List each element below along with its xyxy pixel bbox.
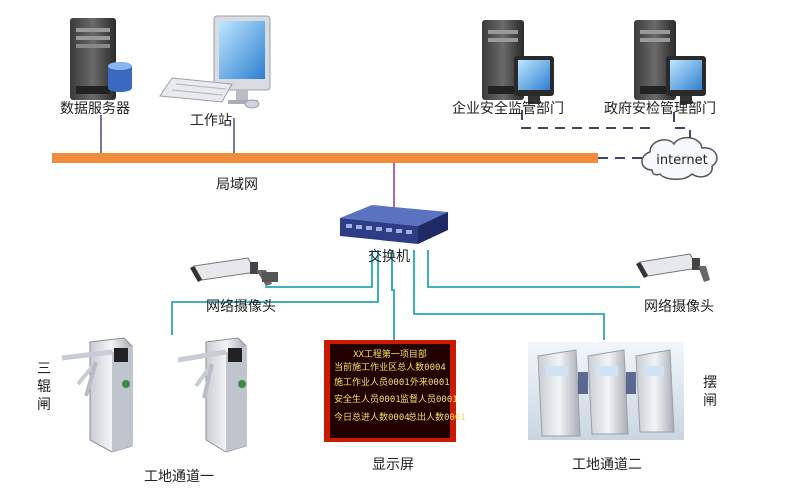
gov-dept-label: 政府安检管理部门 — [604, 101, 716, 117]
display-line-3: 施工作业人员0001 — [334, 376, 410, 388]
passage-one-label: 工地通道一 — [144, 469, 214, 485]
camera-right-label: 网络摄像头 — [644, 299, 714, 315]
display-line-5: 安全生人员0001 — [334, 393, 401, 405]
camera-icon — [190, 257, 278, 286]
led-display-icon: XX工程第一项目部 当前施工作业区总人数0004 施工作业人员0001 外来00… — [324, 340, 466, 442]
tripod-turnstile-icon — [177, 337, 247, 453]
display-label: 显示屏 — [372, 457, 414, 473]
display-line-7: 今日总进人数0004 — [334, 411, 410, 423]
server-monitor-icon — [634, 20, 706, 104]
tripod-turnstile-label: 三辊闸 — [37, 361, 51, 413]
camera-icon — [636, 253, 710, 282]
display-line-4: 外来0001 — [410, 376, 450, 388]
swing-gate-icon — [528, 342, 684, 440]
tripod-turnstile-icon — [61, 337, 133, 453]
display-line-2: 当前施工作业区总人数0004 — [334, 361, 446, 373]
cloud-icon — [641, 136, 718, 180]
link-switch-display — [391, 250, 395, 340]
dashed-link-enterprise — [521, 110, 650, 129]
enterprise-dept-label: 企业安全监管部门 — [452, 101, 564, 117]
switch-label: 交换机 — [368, 249, 410, 265]
display-line-1: XX工程第一项目部 — [353, 348, 427, 360]
swing-gate-label: 摆闸 — [703, 375, 717, 409]
camera-left-label: 网络摄像头 — [206, 299, 276, 315]
display-line-8: 总出人数0001 — [408, 411, 466, 423]
link-switch-camera-left — [265, 250, 373, 288]
internet-label: internet — [656, 153, 707, 168]
desktop-computer-icon — [159, 15, 271, 109]
server-monitor-icon — [482, 20, 554, 104]
link-switch-passage-two — [413, 250, 605, 340]
network-switch-icon — [340, 205, 448, 244]
passage-two-label: 工地通道二 — [572, 457, 642, 473]
connections — [100, 110, 691, 340]
workstation-label: 工作站 — [190, 113, 232, 129]
link-switch-camera-right — [427, 250, 640, 288]
server-icon — [70, 18, 132, 100]
lan-label: 局域网 — [216, 177, 258, 193]
link-switch-passage-one — [171, 250, 379, 335]
data-server-label: 数据服务器 — [60, 101, 130, 117]
lan-bus — [52, 153, 598, 163]
display-line-6: 监督人员0001 — [400, 393, 458, 405]
